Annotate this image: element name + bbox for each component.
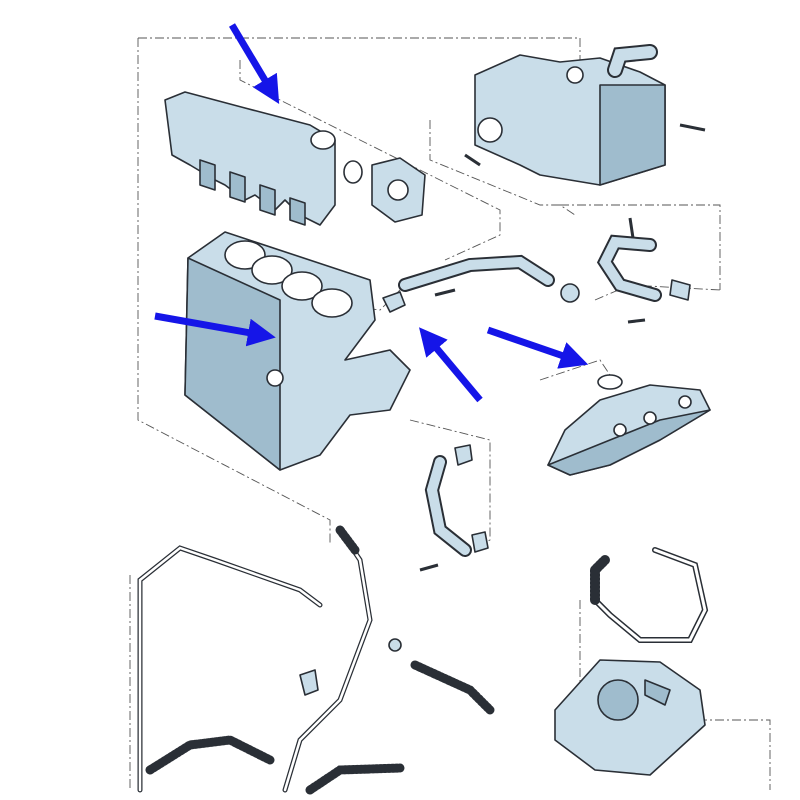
arrow-icon [228,23,280,105]
arrow-icon [486,326,589,369]
intake-manifold [164,91,426,226]
arrow-icon [154,312,276,347]
egr-valve-cooler [464,44,706,186]
vacuum-lines [137,525,495,795]
exhaust-manifold [547,374,711,476]
egr-pipe [382,254,580,313]
bent-pipe [596,217,691,324]
engine-block [184,231,411,471]
timing-cover [554,659,706,776]
breather-hose [590,547,709,643]
arrow-icon [419,327,483,403]
coolant-pipe [419,444,489,572]
